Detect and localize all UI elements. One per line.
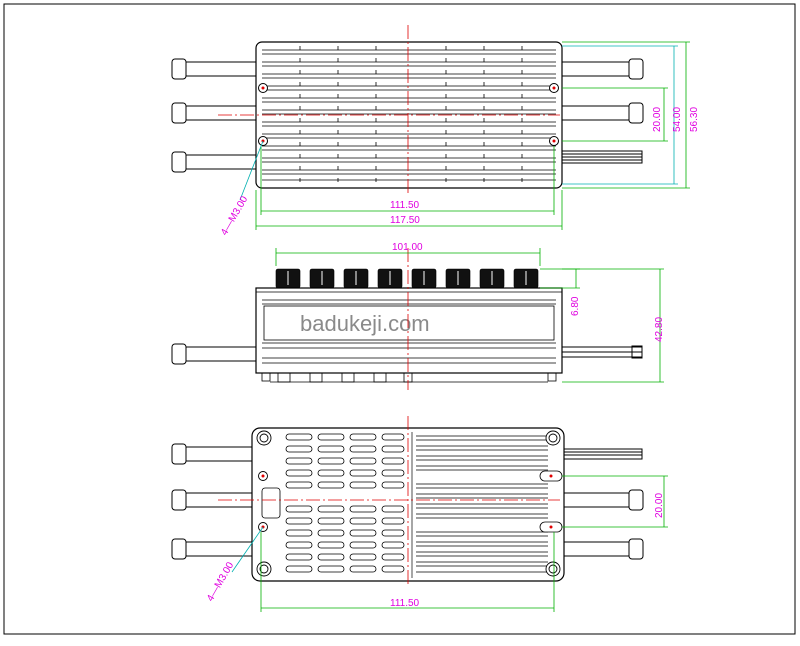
top-view-hole-leader: [239, 140, 264, 201]
bottom-view-center-lines: [218, 416, 560, 586]
top-view: 111.50 117.50 20.00 54.00 56.30 4—M3.00: [171, 25, 700, 238]
top-view-left-wires: [171, 58, 259, 173]
side-view-fin-blocks: [275, 268, 539, 289]
side-view-fin-slots: [287, 271, 527, 285]
top-view-outer-width-label: 117.50: [390, 215, 420, 226]
watermark: badukeji.com: [300, 311, 430, 336]
bottom-view-slots: [539, 470, 563, 533]
top-view-mount-holes: [258, 83, 559, 146]
top-view-right-wires: [559, 58, 644, 164]
top-view-dimension-lines: [255, 41, 690, 230]
bottom-view-plate-ribs: [411, 432, 548, 578]
side-view-dimension-lines: [275, 248, 664, 383]
drawing-frame: [3, 3, 796, 635]
side-view-fin-width-label: 101.00: [392, 242, 423, 253]
top-view-inner-height-label: 54.00: [672, 107, 683, 132]
top-view-fins: [262, 46, 556, 184]
side-view-fin-height-label: 6.80: [570, 296, 581, 316]
bottom-view-pitch-label: 20.00: [654, 493, 665, 518]
bottom-view-dimension-lines: [260, 475, 668, 612]
top-view-inner-width-label: 111.50: [390, 200, 420, 211]
bottom-view-hole-leader: [231, 526, 264, 573]
bottom-view-right-wires: [559, 448, 644, 560]
bottom-view-hole-note: 4—M3.00: [205, 560, 236, 603]
side-view: badukeji.com 101.00 6.80 42.80: [171, 242, 665, 390]
bottom-view-inner-width-label: 111.50: [390, 598, 420, 609]
side-view-total-height-label: 42.80: [654, 317, 665, 342]
side-view-body-lines: [256, 291, 562, 383]
top-view-housing: [255, 41, 563, 189]
top-view-pitch-label: 20.00: [652, 107, 663, 132]
top-view-hole-note: 4—M3.00: [219, 194, 250, 237]
side-view-wires: [171, 343, 643, 365]
bottom-view-left-wires: [171, 443, 259, 560]
top-view-outer-height-label: 56.30: [689, 107, 700, 132]
bottom-view-vent-grid: [261, 433, 405, 573]
top-view-center-lines: [218, 25, 560, 196]
bottom-view: 111.50 20.00 4—M3.00: [171, 416, 668, 612]
side-view-housing: [255, 287, 563, 374]
bottom-view-corner-bosses: [256, 430, 561, 577]
